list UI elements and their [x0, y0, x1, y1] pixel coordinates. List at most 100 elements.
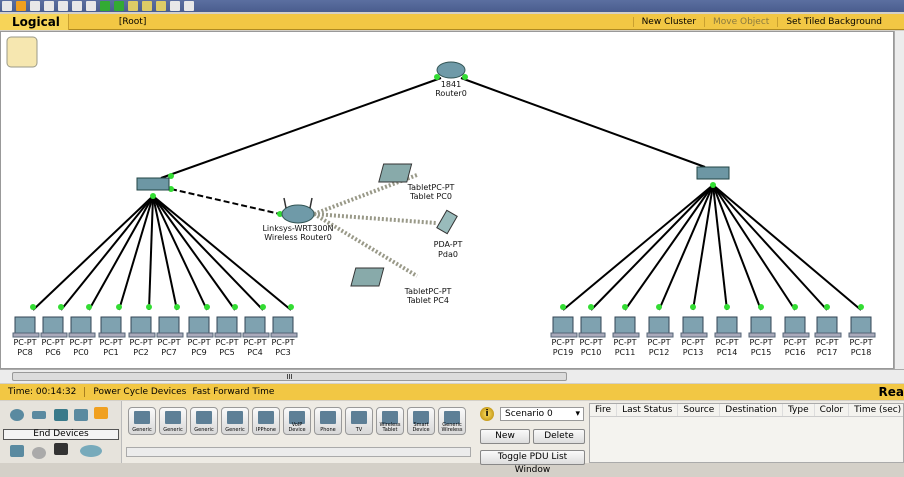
- device-button[interactable]: Smart Device: [407, 407, 435, 435]
- new-cluster-button[interactable]: New Cluster: [632, 16, 704, 27]
- device-button[interactable]: Phone: [314, 407, 342, 435]
- move-object-button[interactable]: Move Object: [704, 16, 777, 27]
- pc-icon[interactable]: [552, 316, 574, 334]
- pc-icon[interactable]: [716, 316, 738, 334]
- device-label: PC-PT: [215, 338, 238, 347]
- new-icon[interactable]: [2, 1, 12, 11]
- realtime-mode-label[interactable]: Rea: [878, 385, 904, 399]
- tablet-icon[interactable]: [378, 163, 413, 183]
- link-status-indicator: [588, 304, 594, 310]
- new-scenario-button[interactable]: New: [480, 429, 530, 444]
- power-cycle-button[interactable]: Power Cycle Devices: [93, 387, 187, 397]
- info-icon[interactable]: i: [480, 407, 494, 421]
- pda-icon[interactable]: [436, 209, 458, 235]
- pdu-column-header[interactable]: Time (sec): [849, 404, 904, 416]
- switch-icon[interactable]: [136, 177, 170, 191]
- breadcrumb[interactable]: [Root]: [118, 16, 147, 27]
- pc-icon[interactable]: [188, 316, 210, 334]
- pc-icon[interactable]: [648, 316, 670, 334]
- pdu-column-header[interactable]: Color: [815, 404, 850, 416]
- open-icon[interactable]: [16, 1, 26, 11]
- pc-icon[interactable]: [682, 316, 704, 334]
- print-icon[interactable]: [44, 1, 54, 11]
- device-icon: [351, 411, 367, 424]
- pc-icon[interactable]: [272, 316, 294, 334]
- undo-icon[interactable]: [100, 1, 110, 11]
- pc-icon[interactable]: [70, 316, 92, 334]
- pc-icon[interactable]: [816, 316, 838, 334]
- horizontal-scrollbar[interactable]: III: [0, 369, 904, 383]
- pc-icon[interactable]: [580, 316, 602, 334]
- hubs-icon[interactable]: [54, 409, 68, 421]
- zoom-out-icon[interactable]: [156, 1, 166, 11]
- switches-icon[interactable]: [32, 411, 46, 419]
- device-label: Generic: [132, 427, 152, 433]
- device-button[interactable]: Generic: [190, 407, 218, 435]
- device-button[interactable]: Generic: [128, 407, 156, 435]
- switch-icon[interactable]: [696, 166, 730, 180]
- redo-icon[interactable]: [114, 1, 124, 11]
- device-label: PDA-PT: [434, 240, 463, 249]
- pc-icon[interactable]: [784, 316, 806, 334]
- link-status-indicator: [232, 304, 238, 310]
- tablet-icon[interactable]: [350, 267, 385, 287]
- pc-icon[interactable]: [158, 316, 180, 334]
- pdu-column-header[interactable]: Last Status: [617, 404, 679, 416]
- paste-icon[interactable]: [86, 1, 96, 11]
- zoom-in-icon[interactable]: [128, 1, 138, 11]
- help-icon[interactable]: [58, 1, 68, 11]
- pc-icon[interactable]: [42, 316, 64, 334]
- pdu-column-header[interactable]: Source: [678, 404, 721, 416]
- pdu-column-header[interactable]: Type: [783, 404, 815, 416]
- router-icon[interactable]: [436, 61, 466, 79]
- device-label: PC-PT: [129, 338, 152, 347]
- pc-icon[interactable]: [750, 316, 772, 334]
- logical-tab[interactable]: Logical: [0, 13, 69, 30]
- pc-icon[interactable]: [14, 316, 36, 334]
- pc-icon[interactable]: [216, 316, 238, 334]
- vertical-scrollbar[interactable]: [894, 31, 904, 369]
- fast-forward-button[interactable]: Fast Forward Time: [192, 387, 275, 397]
- pc-icon[interactable]: [100, 316, 122, 334]
- device-label: TabletPC-PT: [407, 183, 455, 192]
- device-button[interactable]: Generic: [221, 407, 249, 435]
- routers-icon[interactable]: [10, 409, 24, 421]
- pdu-column-header[interactable]: Fire: [590, 404, 618, 416]
- scroll-thumb[interactable]: III: [12, 372, 567, 381]
- device-button[interactable]: Generic: [159, 407, 187, 435]
- end-devices-icon[interactable]: [10, 445, 24, 457]
- delete-scenario-button[interactable]: Delete: [533, 429, 585, 444]
- connections-icon[interactable]: [94, 407, 108, 419]
- wan-emulation-icon[interactable]: [32, 447, 46, 459]
- scenario-select[interactable]: Scenario 0▾: [500, 407, 584, 421]
- device-scrollbar[interactable]: [126, 447, 471, 457]
- device-label: PC3: [275, 348, 291, 357]
- device-label: PC-PT: [749, 338, 772, 347]
- save-icon[interactable]: [30, 1, 40, 11]
- custom-devices-icon[interactable]: [54, 443, 68, 455]
- wireless-router-icon[interactable]: [281, 204, 315, 224]
- logical-view-icon[interactable]: [6, 36, 38, 68]
- pdu-column-header[interactable]: Destination: [720, 404, 783, 416]
- device-button[interactable]: Wireless Tablet: [376, 407, 404, 435]
- multiuser-icon[interactable]: [80, 445, 102, 457]
- device-button[interactable]: IPPhone: [252, 407, 280, 435]
- pc-icon[interactable]: [850, 316, 872, 334]
- pc-icon[interactable]: [614, 316, 636, 334]
- device-button[interactable]: TV: [345, 407, 373, 435]
- link-status-indicator: [824, 304, 830, 310]
- device-label: PC18: [851, 348, 872, 357]
- palette-icon[interactable]: [170, 1, 180, 11]
- custom-device-icon[interactable]: [184, 1, 194, 11]
- device-button[interactable]: Generic Wireless: [438, 407, 466, 435]
- device-label: PC-PT: [551, 338, 574, 347]
- set-tiled-background-button[interactable]: Set Tiled Background: [777, 16, 890, 27]
- wireless-devices-icon[interactable]: [74, 409, 88, 421]
- device-button[interactable]: VoIP Device: [283, 407, 311, 435]
- device-icon: [289, 411, 305, 424]
- zoom-reset-icon[interactable]: [142, 1, 152, 11]
- pc-icon[interactable]: [244, 316, 266, 334]
- copy-icon[interactable]: [72, 1, 82, 11]
- pc-icon[interactable]: [130, 316, 152, 334]
